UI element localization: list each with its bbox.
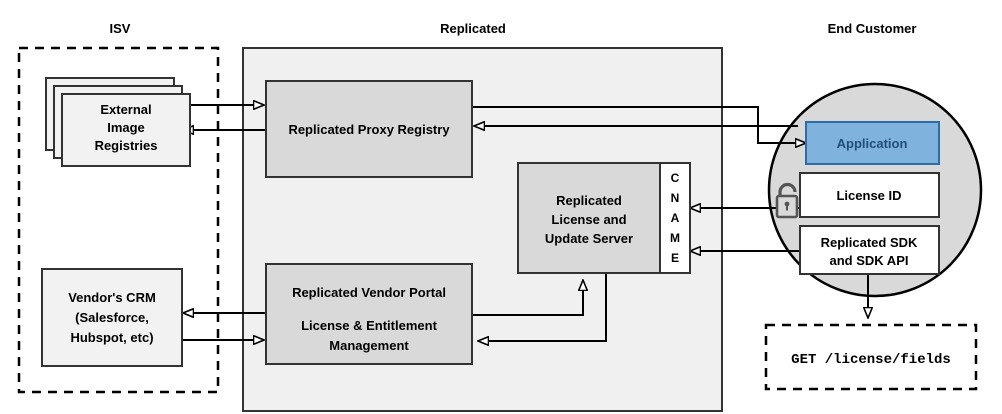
lane-title-replicated: Replicated — [440, 21, 506, 36]
api-request-label: GET /license/fields — [791, 352, 951, 368]
cname-letter-e: E — [671, 251, 679, 265]
license-server-label-line1: Replicated — [556, 193, 622, 208]
cname-strip-node[interactable]: C N A M E — [659, 162, 691, 274]
replicated-sdk-box — [799, 225, 940, 275]
proxy-registry-label: Replicated Proxy Registry — [288, 122, 450, 137]
proxy-registry-box — [265, 80, 473, 178]
application-label: Application — [837, 136, 908, 151]
unlocked-padlock-icon — [775, 182, 799, 219]
replicated-sdk-label-line1: Replicated SDK — [821, 235, 918, 250]
external-image-registries-node[interactable]: External Image Registries — [45, 77, 191, 167]
crm-label-line2: (Salesforce, — [75, 310, 149, 325]
application-box — [805, 121, 940, 165]
registry-stack-front — [61, 93, 191, 167]
edge-portal-to-license-server — [473, 280, 583, 316]
api-request-node[interactable]: GET /license/fields — [764, 323, 978, 391]
lane-container-isv — [17, 46, 220, 394]
license-server-label-line3: Update Server — [545, 231, 633, 246]
vendor-portal-node[interactable]: Replicated Vendor Portal License & Entit… — [265, 263, 473, 365]
vendor-portal-label-line1: Replicated Vendor Portal — [292, 285, 446, 300]
crm-label-line3: Hubspot, etc) — [70, 330, 153, 345]
vendor-portal-label-line2: License & Entitlement — [301, 318, 437, 333]
license-server-label-line2: License and — [551, 212, 626, 227]
edge-license-server-to-portal — [478, 273, 607, 341]
registries-label-line1: External — [100, 102, 151, 117]
vendor-portal-label-line3: Management — [329, 338, 409, 353]
cname-letter-c: C — [671, 171, 680, 185]
license-id-label: License ID — [836, 188, 901, 203]
vendor-portal-box — [265, 263, 473, 365]
crm-label-line1: Vendor's CRM — [68, 290, 156, 305]
application-node[interactable]: Application — [805, 121, 940, 165]
registries-label-line3: Registries — [95, 138, 158, 153]
cname-letter-m: M — [670, 231, 680, 245]
license-update-server-node[interactable]: Replicated License and Update Server — [517, 162, 661, 274]
vendors-crm-box — [41, 268, 183, 367]
replicated-sdk-label-line2: and SDK API — [830, 253, 909, 268]
proxy-registry-node[interactable]: Replicated Proxy Registry — [265, 80, 473, 178]
license-id-node[interactable]: License ID — [799, 172, 940, 218]
registries-label-line2: Image — [107, 120, 145, 135]
license-id-box — [799, 172, 940, 218]
lane-title-end-customer: End Customer — [828, 21, 917, 36]
api-request-box — [764, 323, 978, 391]
cname-letter-a: A — [671, 211, 680, 225]
cname-strip-box — [659, 162, 691, 274]
vendors-crm-node[interactable]: Vendor's CRM (Salesforce, Hubspot, etc) — [41, 268, 183, 367]
cname-letter-n: N — [671, 191, 680, 205]
replicated-sdk-node[interactable]: Replicated SDK and SDK API — [799, 225, 940, 275]
lane-title-isv: ISV — [110, 21, 131, 36]
